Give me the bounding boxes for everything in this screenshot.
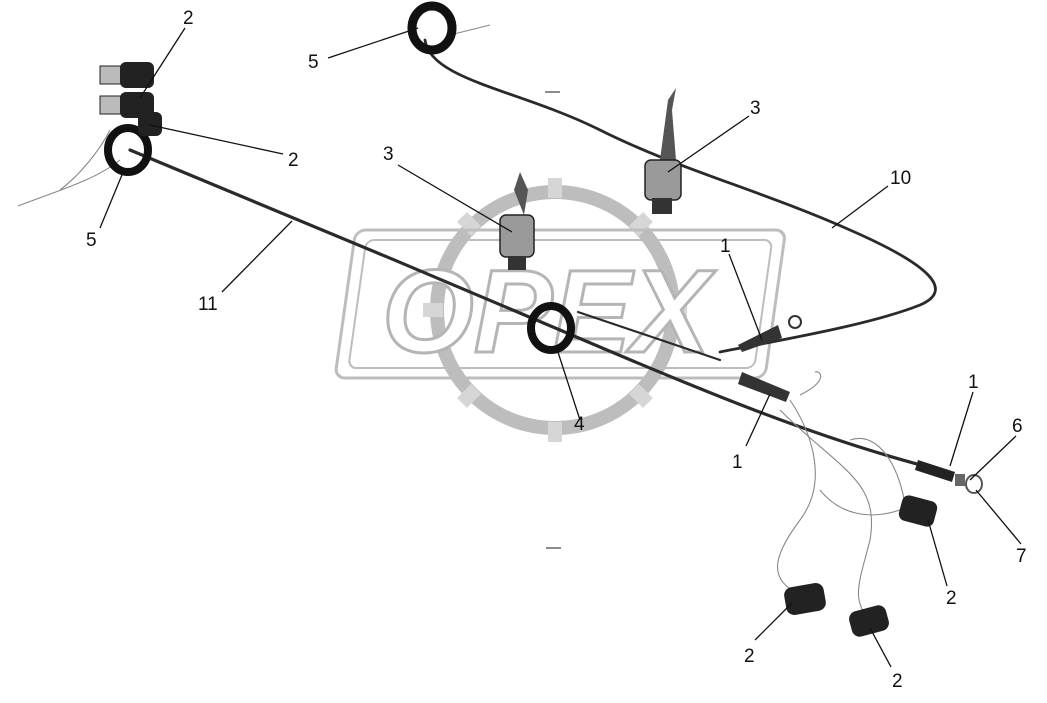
cable-11 bbox=[128, 148, 942, 472]
watermark-frame-inner bbox=[348, 239, 773, 369]
branch-wire-d bbox=[849, 437, 906, 506]
cable-lead-left-2 bbox=[59, 129, 111, 191]
callout-5-top: 5 bbox=[308, 52, 319, 73]
grommet-left bbox=[104, 124, 152, 176]
connector-right bbox=[898, 495, 938, 527]
callout-2-mid-left: 2 bbox=[288, 150, 299, 171]
sensor-center bbox=[499, 172, 535, 270]
callout-10: 10 bbox=[890, 168, 911, 189]
watermark-frame-outer bbox=[334, 228, 786, 380]
connector-mid-left bbox=[138, 112, 162, 136]
callout-7: 7 bbox=[1016, 546, 1027, 567]
connector-top-left-2 bbox=[99, 92, 154, 118]
callout-4: 4 bbox=[574, 414, 585, 435]
terminal-upper bbox=[738, 315, 802, 352]
callout-1-right: 1 bbox=[968, 372, 979, 393]
callout-labels: 2 2 5 5 3 3 10 11 1 4 1 6 1 7 2 2 2 bbox=[86, 8, 1027, 692]
callout-11: 11 bbox=[198, 294, 218, 315]
cable-sleeve-center bbox=[576, 310, 722, 362]
opex-watermark: OPEX bbox=[334, 178, 786, 442]
sensor-right bbox=[644, 88, 682, 214]
watermark-gear bbox=[423, 178, 687, 442]
terminal-right bbox=[915, 460, 955, 482]
callout-2-bottom-left: 2 bbox=[744, 646, 755, 667]
cable-10 bbox=[423, 38, 937, 354]
nut-6 bbox=[955, 474, 965, 486]
callout-2-top-left: 2 bbox=[183, 8, 194, 29]
callout-6: 6 bbox=[1012, 416, 1023, 437]
connector-bottom-left bbox=[784, 583, 826, 615]
callout-1-lower: 1 bbox=[732, 452, 743, 473]
connector-top-left-1 bbox=[99, 62, 154, 88]
callout-2-bottom-right: 2 bbox=[892, 671, 903, 692]
cable-stub-top bbox=[449, 24, 491, 36]
callout-5-left: 5 bbox=[86, 230, 97, 251]
callout-3-center: 3 bbox=[383, 144, 394, 165]
callout-2-right: 2 bbox=[946, 588, 957, 609]
connector-bottom-right bbox=[849, 605, 889, 637]
washer-7 bbox=[965, 474, 983, 494]
branch-wire-b bbox=[799, 371, 822, 396]
grommet-top bbox=[407, 1, 457, 55]
branch-wire-c bbox=[779, 409, 872, 621]
callout-1-upper: 1 bbox=[720, 236, 731, 257]
leader-lines bbox=[99, 27, 1022, 668]
branch-wire-a bbox=[777, 399, 816, 596]
grommet-center bbox=[527, 302, 575, 354]
branch-wire-e bbox=[819, 489, 901, 516]
callout-3-right: 3 bbox=[750, 98, 761, 119]
watermark-text: OPEX bbox=[382, 246, 716, 378]
terminal-lower bbox=[738, 372, 790, 402]
